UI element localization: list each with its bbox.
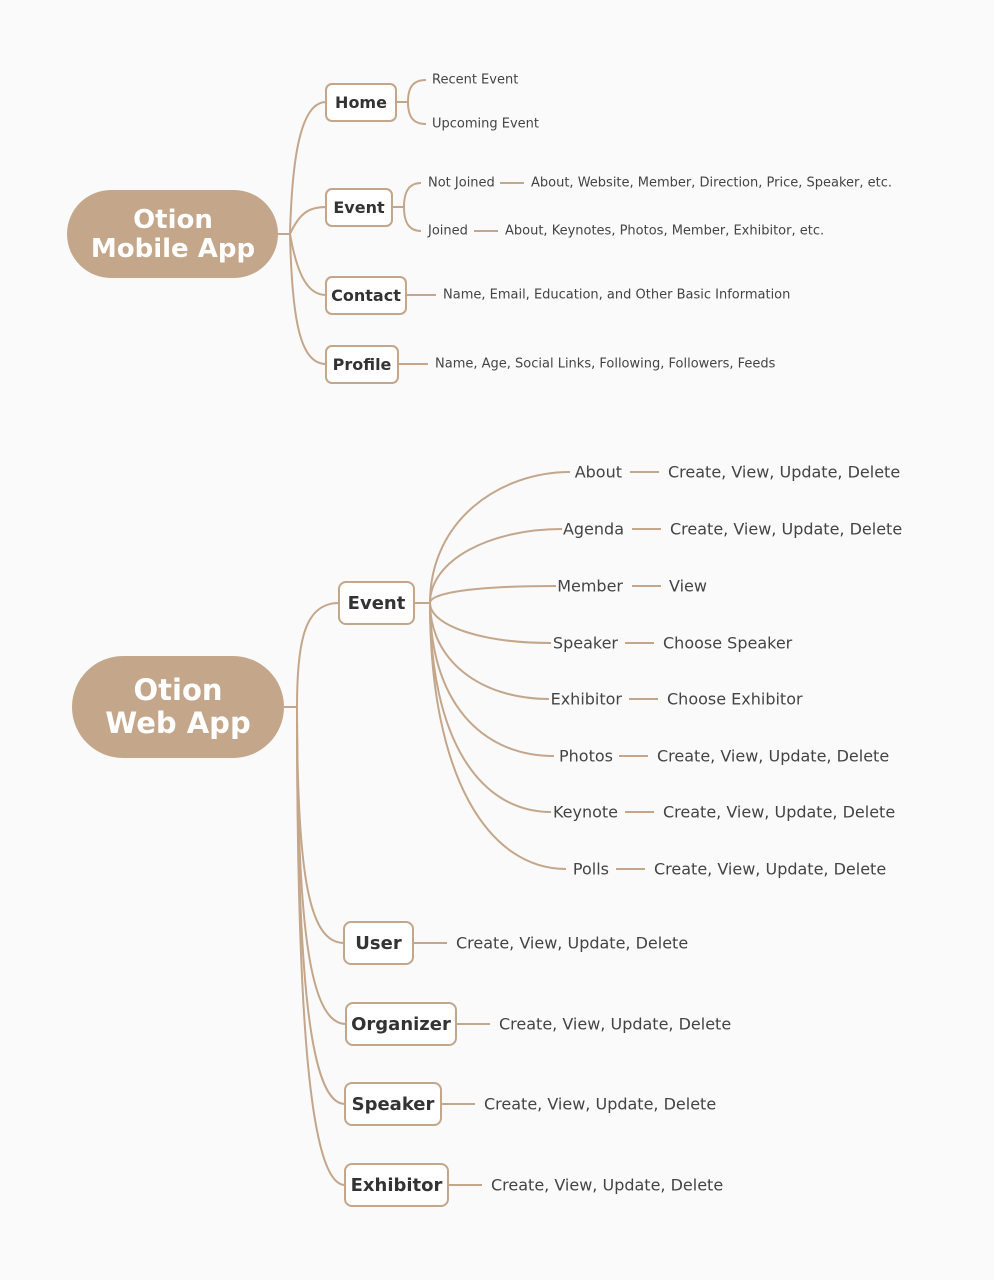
- leaf-organizer-detail: Create, View, Update, Delete: [499, 1015, 731, 1034]
- mobile-contact-node[interactable]: Contact: [325, 276, 407, 315]
- leaf-keynote-detail: Create, View, Update, Delete: [663, 803, 895, 822]
- leaf-about: About: [575, 463, 622, 482]
- web-event-node[interactable]: Event: [338, 581, 415, 625]
- leaf-polls-detail: Create, View, Update, Delete: [654, 860, 886, 879]
- leaf-agenda-detail: Create, View, Update, Delete: [670, 520, 902, 539]
- web-app-root: Otion Web App: [72, 656, 284, 758]
- mobile-app-branch: Otion Mobile App Home Event Contact Prof…: [67, 73, 892, 384]
- node-label: Home: [335, 93, 387, 112]
- connector: [429, 602, 552, 813]
- connector: [289, 101, 327, 235]
- leaf-member-detail: View: [669, 577, 707, 596]
- mobile-event-node[interactable]: Event: [325, 188, 393, 227]
- node-label: Speaker: [352, 1094, 435, 1115]
- node-label: Event: [333, 198, 385, 217]
- mobile-app-root: Otion Mobile App: [67, 190, 278, 278]
- leaf-user-detail: Create, View, Update, Delete: [456, 934, 688, 953]
- leaf-photos: Photos: [559, 747, 613, 766]
- connector: [429, 602, 550, 700]
- leaf-member: Member: [557, 577, 623, 596]
- mobile-home-node[interactable]: Home: [325, 83, 397, 122]
- node-label: Profile: [333, 355, 392, 374]
- connector: [429, 471, 571, 604]
- connector: [429, 602, 567, 870]
- connector: [407, 79, 427, 103]
- leaf-speaker: Speaker: [553, 634, 619, 653]
- root-title-line1: Otion: [133, 205, 213, 235]
- connector: [429, 602, 555, 757]
- leaf-recent-event: Recent Event: [432, 73, 518, 88]
- connector: [289, 206, 327, 235]
- leaf-polls: Polls: [573, 860, 609, 879]
- connector: [429, 585, 557, 604]
- root-title-line2: Web App: [105, 706, 250, 740]
- root-title-line1: Otion: [133, 673, 222, 707]
- leaf-speaker-detail: Create, View, Update, Delete: [484, 1095, 716, 1114]
- leaf-joined: Joined: [427, 224, 468, 239]
- connector: [289, 233, 327, 296]
- connector: [296, 706, 346, 1105]
- leaf-exhibitor-detail: Choose Exhibitor: [667, 690, 803, 709]
- node-label: Contact: [331, 286, 401, 305]
- root-title-line2: Mobile App: [91, 234, 255, 264]
- leaf-exhibitor: Exhibitor: [551, 690, 623, 709]
- leaf-not-joined-detail: About, Website, Member, Direction, Price…: [531, 176, 892, 191]
- mobile-profile-node[interactable]: Profile: [325, 345, 399, 384]
- leaf-keynote: Keynote: [553, 803, 618, 822]
- leaf-speaker-detail: Choose Speaker: [663, 634, 793, 653]
- leaf-agenda: Agenda: [563, 520, 624, 539]
- connector: [296, 706, 346, 1186]
- connector: [429, 528, 563, 604]
- leaf-contact-detail: Name, Email, Education, and Other Basic …: [443, 288, 790, 303]
- connector: [289, 233, 327, 365]
- connector: [403, 182, 422, 208]
- leaf-exhibitor-detail: Create, View, Update, Delete: [491, 1176, 723, 1195]
- leaf-about-detail: Create, View, Update, Delete: [668, 463, 900, 482]
- node-label: Event: [348, 593, 406, 614]
- node-label: Exhibitor: [351, 1175, 443, 1196]
- web-user-node[interactable]: User: [343, 921, 414, 965]
- web-speaker-node[interactable]: Speaker: [344, 1082, 442, 1126]
- web-app-branch: Otion Web App Event User Organizer Speak…: [72, 463, 902, 1207]
- connector: [429, 602, 552, 644]
- node-label: User: [355, 933, 402, 954]
- leaf-photos-detail: Create, View, Update, Delete: [657, 747, 889, 766]
- connector: [296, 602, 340, 708]
- connector: [403, 206, 422, 232]
- leaf-joined-detail: About, Keynotes, Photos, Member, Exhibit…: [505, 224, 824, 239]
- leaf-upcoming-event: Upcoming Event: [432, 117, 539, 132]
- web-exhibitor-node[interactable]: Exhibitor: [344, 1163, 449, 1207]
- connector: [407, 101, 427, 125]
- leaf-profile-detail: Name, Age, Social Links, Following, Foll…: [435, 357, 776, 372]
- node-label: Organizer: [351, 1014, 451, 1035]
- web-organizer-node[interactable]: Organizer: [345, 1002, 457, 1046]
- leaf-not-joined: Not Joined: [428, 176, 495, 191]
